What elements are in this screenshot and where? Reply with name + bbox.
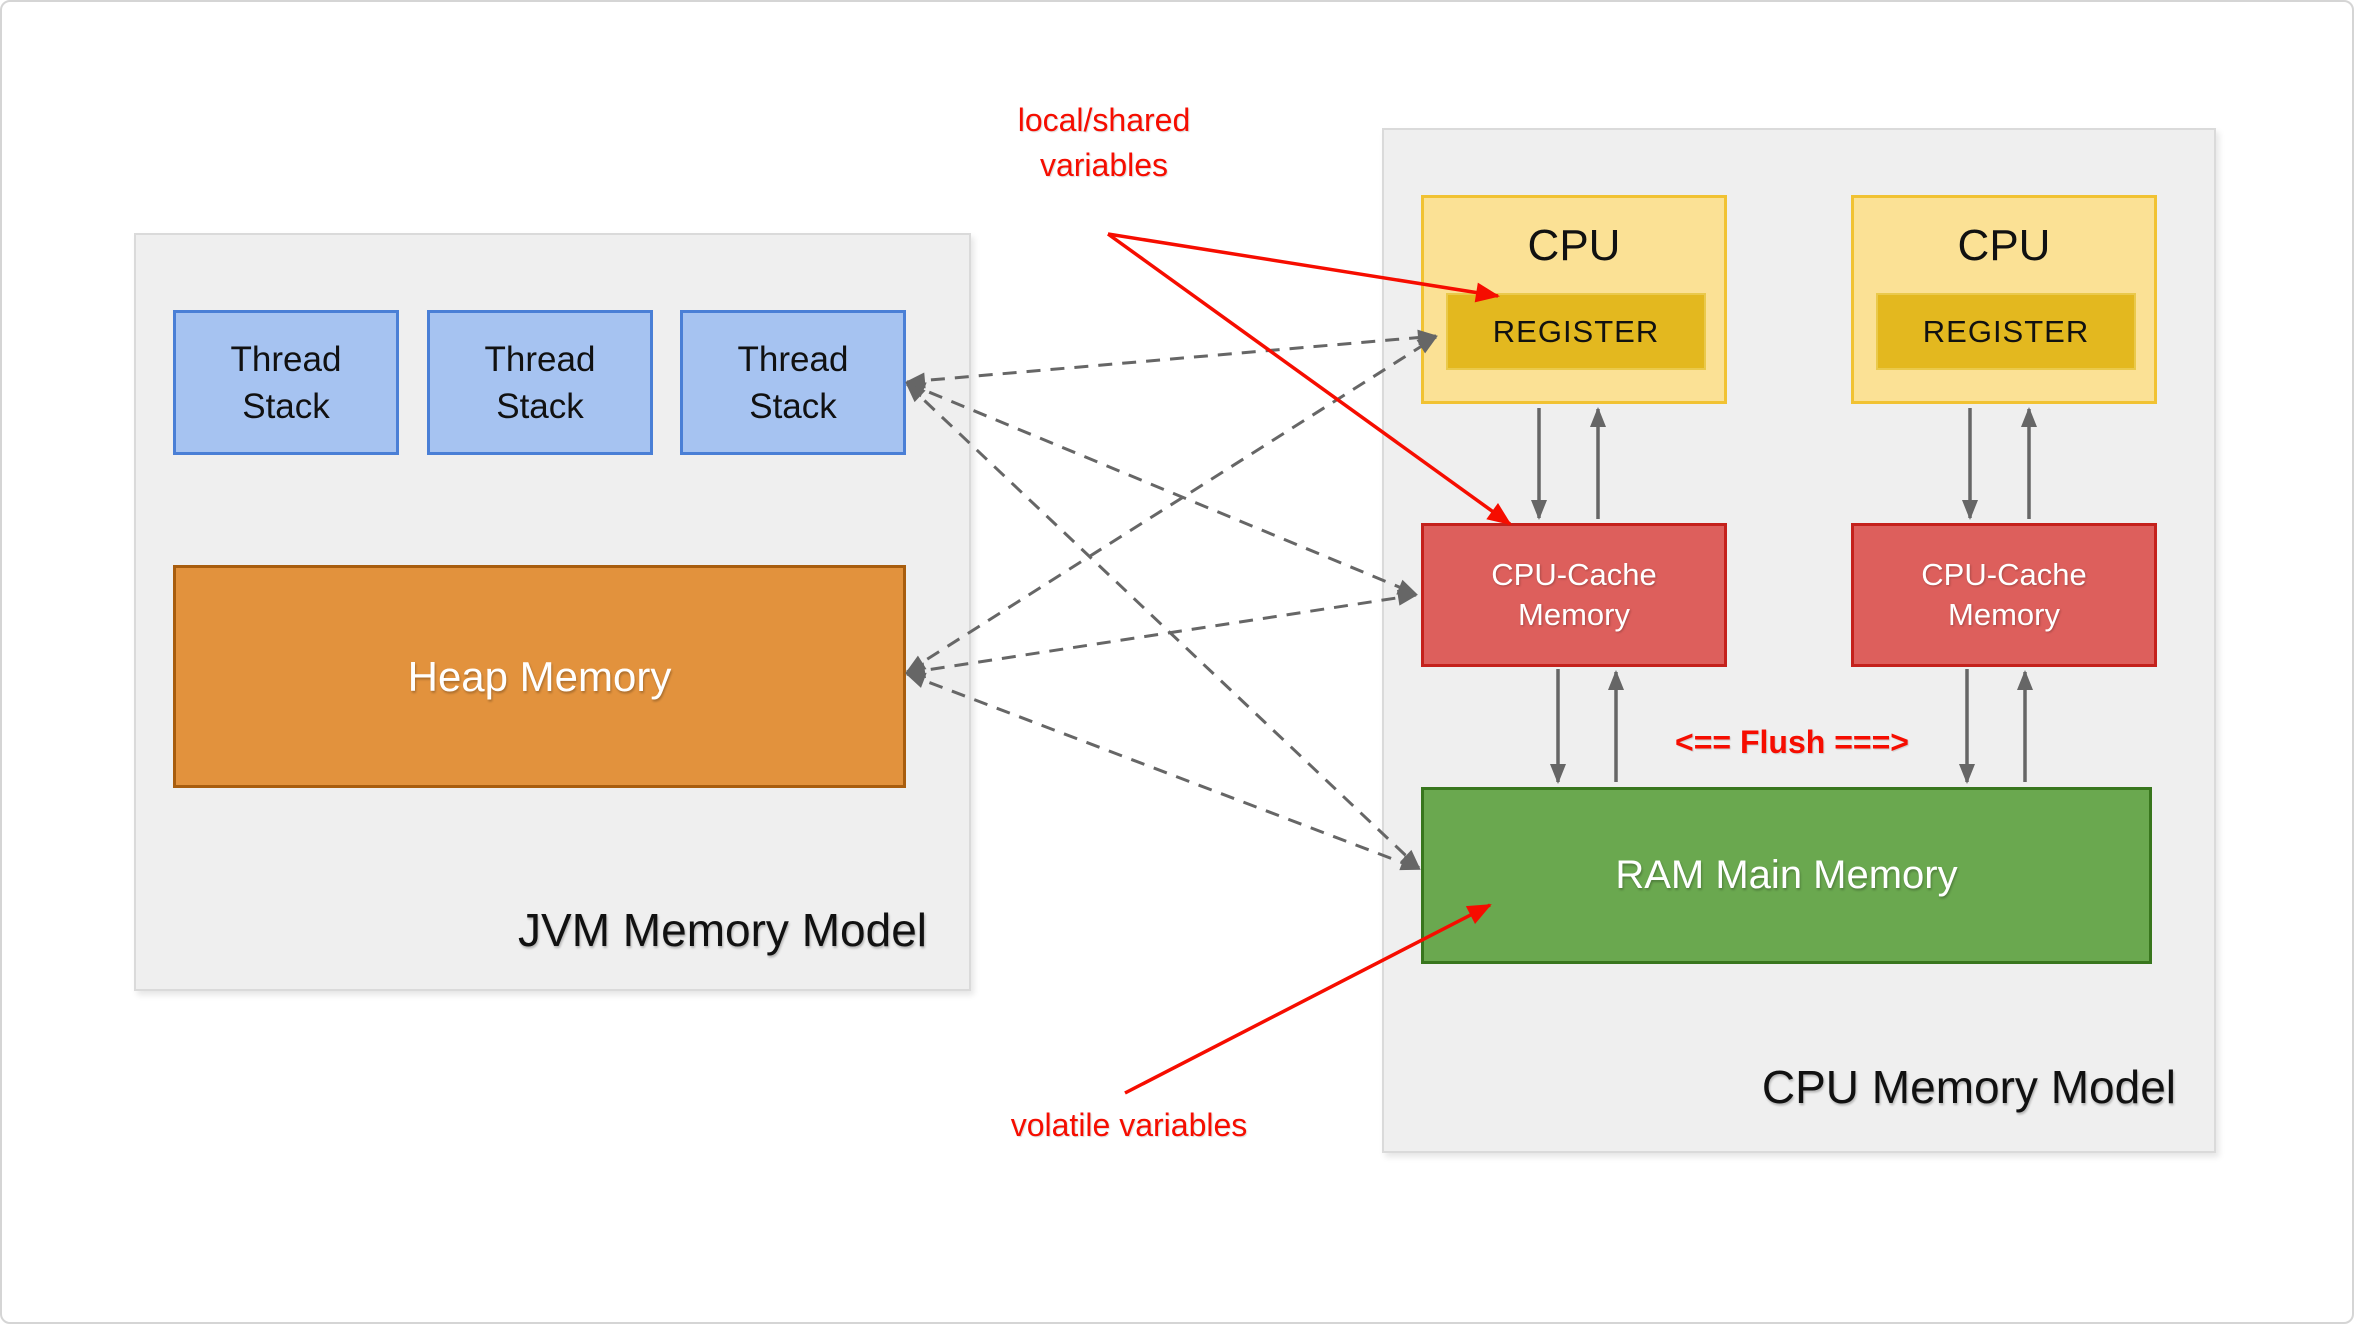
register-box-1: REGISTER (1446, 293, 1706, 370)
cpu-box-2: CPU REGISTER (1851, 195, 2157, 404)
dashed-arrow-heap-register (905, 335, 1438, 674)
volatile-variables-note: volatile variables (1010, 1107, 1248, 1143)
ram-main-memory-box: RAM Main Memory (1421, 787, 2152, 964)
cpu-panel-label: CPU Memory Model (1761, 1061, 2176, 1113)
local-shared-variables-note: local/shared variables (1017, 102, 1191, 183)
dashed-arrow-heap-ram (905, 672, 1421, 871)
cpu-title-1: CPU (1527, 220, 1621, 270)
thread-stack-box-3: Thread Stack (680, 310, 906, 455)
flush-note: <== Flush ===> (1675, 724, 1909, 760)
register-box-2: REGISTER (1876, 293, 2136, 370)
jvm-panel-label: JVM Memory Model (518, 904, 927, 956)
dashed-arrow-threadstack-register (905, 329, 1438, 389)
dashed-arrow-heap-cache (905, 589, 1418, 679)
dashed-arrow-threadstack-ram (905, 382, 1421, 870)
thread-stack-box-1: Thread Stack (173, 310, 399, 455)
dashed-arrow-threadstack-cache (905, 381, 1418, 596)
thread-stack-box-2: Thread Stack (427, 310, 653, 455)
heap-memory-box: Heap Memory (173, 565, 906, 788)
cpu-box-1: CPU REGISTER (1421, 195, 1727, 404)
cpu-cache-box-1: CPU-Cache Memory (1421, 523, 1727, 667)
cpu-cache-box-2: CPU-Cache Memory (1851, 523, 2157, 667)
cpu-title-2: CPU (1957, 220, 2051, 270)
